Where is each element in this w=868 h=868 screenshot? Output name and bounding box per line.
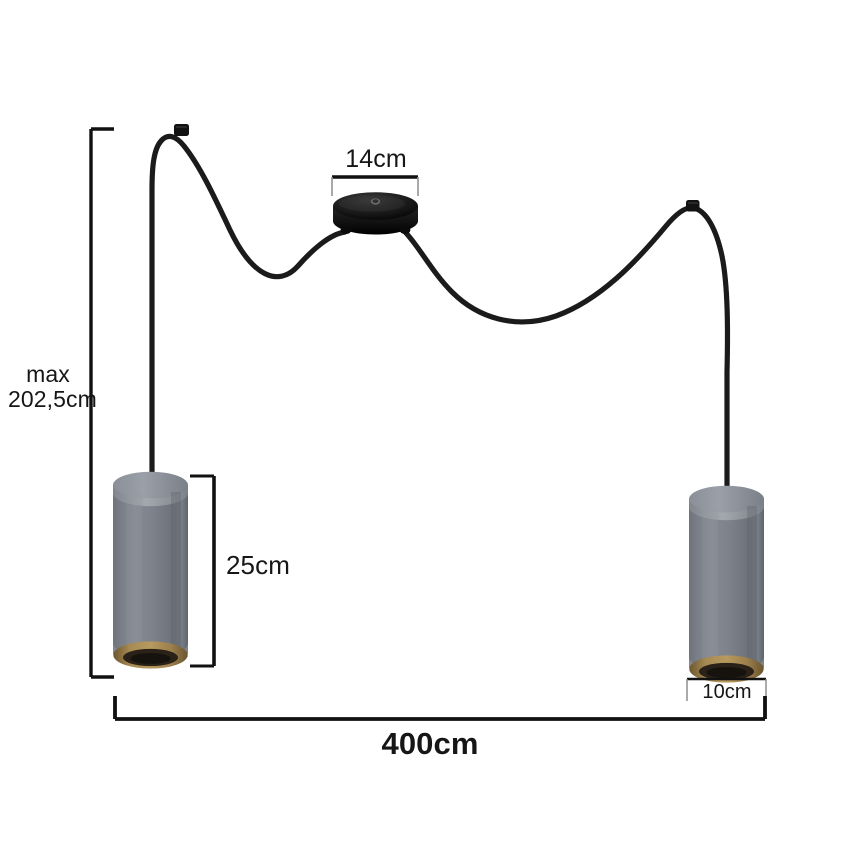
dimension-label-shade-diameter: 10cm [702, 681, 752, 703]
dimension-label-shade-height: 25cm [226, 550, 290, 580]
dimension-label-max-drop: max 202,5cm [8, 361, 97, 412]
right-cable-clip [686, 200, 700, 212]
dimension-max-drop [89, 127, 114, 679]
left-cable-clip [174, 124, 189, 136]
dimension-canopy-diameter [331, 175, 419, 196]
left-suspension-cable [149, 133, 348, 475]
canopy-screw [370, 198, 381, 205]
ceiling-rose [333, 192, 418, 235]
dimension-label-canopy-diameter: 14cm [345, 145, 407, 173]
right-lamp-shade [689, 485, 764, 683]
dimension-total-span [113, 696, 767, 721]
dimension-shade-height [190, 474, 216, 668]
dimension-label-total-span: 400cm [381, 726, 479, 761]
right-suspension-cable [403, 205, 731, 489]
left-lamp-shade [113, 471, 188, 669]
